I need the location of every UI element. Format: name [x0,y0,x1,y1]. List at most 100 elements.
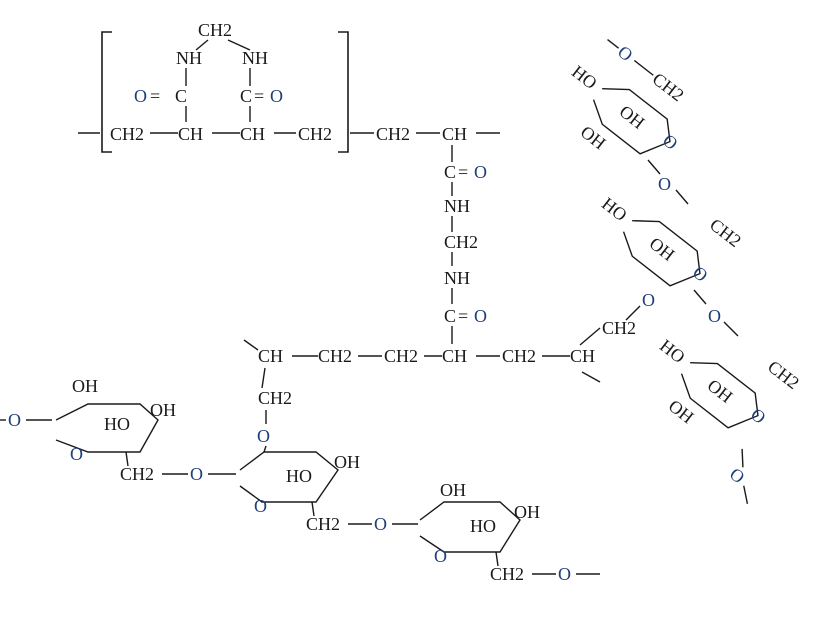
glucose-c-ho: HO [470,516,496,536]
glucose-b-oh: OH [334,452,360,472]
r1-r2-o: O [658,174,671,194]
vertical-crosslink: C = O NH CH2 NH C = O [444,145,487,344]
glycosidic-o-bc: O [374,514,387,534]
bond-ch2-nh-right [227,39,251,51]
r1-bond-o-ch2 [633,59,654,76]
right-glucose-chain: O CH2 O HO OH OH O CH2 O HO OH O CH2 O C… [568,38,803,504]
glucose-a-oh-right: OH [150,400,176,420]
glucose-c-ch2: CH2 [490,564,524,584]
carbonyl-eq-right: = [254,86,264,106]
glucose-ring-a [55,403,159,453]
mid-ch-2: CH [442,346,467,366]
glucose-ring-b [239,451,339,503]
carbonyl-eq-left: = [150,86,160,106]
v-carbonyl-c-2: C [444,306,456,326]
glucose-b-o-link [263,445,267,453]
r3-ch2: CH2 [764,356,803,393]
carbonyl-c-left-label: C [175,86,187,106]
carbonyl-oxygen-left: O [134,86,147,106]
r2-ring [622,219,701,287]
left-branch-bond-1 [261,367,266,389]
r2-ch2: CH2 [706,214,745,251]
left-branch-link: CH2 O [257,367,292,446]
r3-oh-mid: OH [704,375,737,407]
glucose-a-c6 [125,451,129,467]
glucose-c-oh-right: OH [514,502,540,522]
r3-o-end: O [726,464,749,488]
v-carbonyl-eq-2: = [458,306,468,326]
r2-ho: HO [598,193,631,225]
glucose-b-ho: HO [286,466,312,486]
v-ch2: CH2 [444,232,478,252]
r1-r2-link-2 [675,189,689,205]
r1-ch2: CH2 [649,69,688,106]
left-branch-ch2: CH2 [258,388,292,408]
mid-stub-right [581,371,601,383]
mid-ch2-3: CH2 [502,346,536,366]
amide-nh-right-label: NH [242,48,268,68]
r1-r2-link-1 [647,159,661,175]
glucose-a-ring-o: O [70,444,83,464]
r3-ring-o: O [747,404,770,428]
glucose-b-ch2: CH2 [306,514,340,534]
mid-ch2-1: CH2 [318,346,352,366]
v-carbonyl-c-1: C [444,162,456,182]
r2-backbone-ch2: CH2 [602,318,636,338]
v-nh-1: NH [444,196,470,216]
r2-r3-o: O [708,306,721,326]
v-carbonyl-o-2: O [474,306,487,326]
backbone-ch2-1: CH2 [110,124,144,144]
mid-ch-3: CH [570,346,595,366]
bottom-glucose-chain: O O OH HO OH CH2 O O HO OH CH2 O O OH HO… [0,376,600,584]
r2-r3-link-1 [693,289,707,305]
v-carbonyl-eq-1: = [458,162,468,182]
top-ch2-label: CH2 [376,124,410,144]
glucose-b-c6 [311,501,315,517]
top-backbone: CH2 CH [350,124,500,144]
glucose-c-ring-o: O [434,546,447,566]
left-bracket [101,31,112,153]
amide-nh-left-label: NH [176,48,202,68]
glucose-a-o-left: O [8,410,21,430]
mid-ch2-2: CH2 [384,346,418,366]
crosslinked-repeat-unit: CH2 NH NH O = C C = O CH2 CH CH CH2 [78,20,349,153]
r1-ring [592,87,671,155]
r2-ring-o: O [689,262,712,286]
glucose-ring-c [419,501,521,553]
top-ch-label: CH [442,124,467,144]
glucose-a-ch2: CH2 [120,464,154,484]
backbone-ch-1: CH [178,124,203,144]
r3-stub-end [741,448,744,468]
r2-oh: OH [646,233,679,265]
r2-r3-link-2 [723,321,739,337]
v-nh-2: NH [444,268,470,288]
r3-chain-end [743,485,749,504]
glucose-a-oh-top: OH [72,376,98,396]
backbone-ch-2: CH [240,124,265,144]
glycosidic-o-ab: O [190,464,203,484]
r3-ho: HO [656,335,689,367]
right-bracket [338,31,349,153]
carbonyl-c-right-label: C [240,86,252,106]
glucose-ring-3: CH2 O HO OH OH O [656,335,803,504]
left-branch-o: O [257,426,270,446]
glucose-c-oh-top: OH [440,480,466,500]
r3-ring [680,361,759,429]
bridge-ch2-label: CH2 [198,20,232,40]
glucose-c-o-end: O [558,564,571,584]
r1-stub-top [607,38,620,49]
r2-o-to-backbone: O [642,290,655,310]
carbonyl-oxygen-right: O [270,86,283,106]
glucose-a-ho: HO [104,414,130,434]
mid-ch-1: CH [258,346,283,366]
v-carbonyl-o-1: O [474,162,487,182]
r1-o-top: O [614,42,637,66]
mid-stub-right-2 [579,327,601,346]
glucose-b-ring-o: O [254,496,267,516]
glucose-c-c6 [495,551,499,567]
r1-ring-o: O [659,130,682,154]
r1-ho: HO [568,61,601,93]
backbone-ch2-2: CH2 [298,124,332,144]
r2-o-bond [625,305,641,321]
